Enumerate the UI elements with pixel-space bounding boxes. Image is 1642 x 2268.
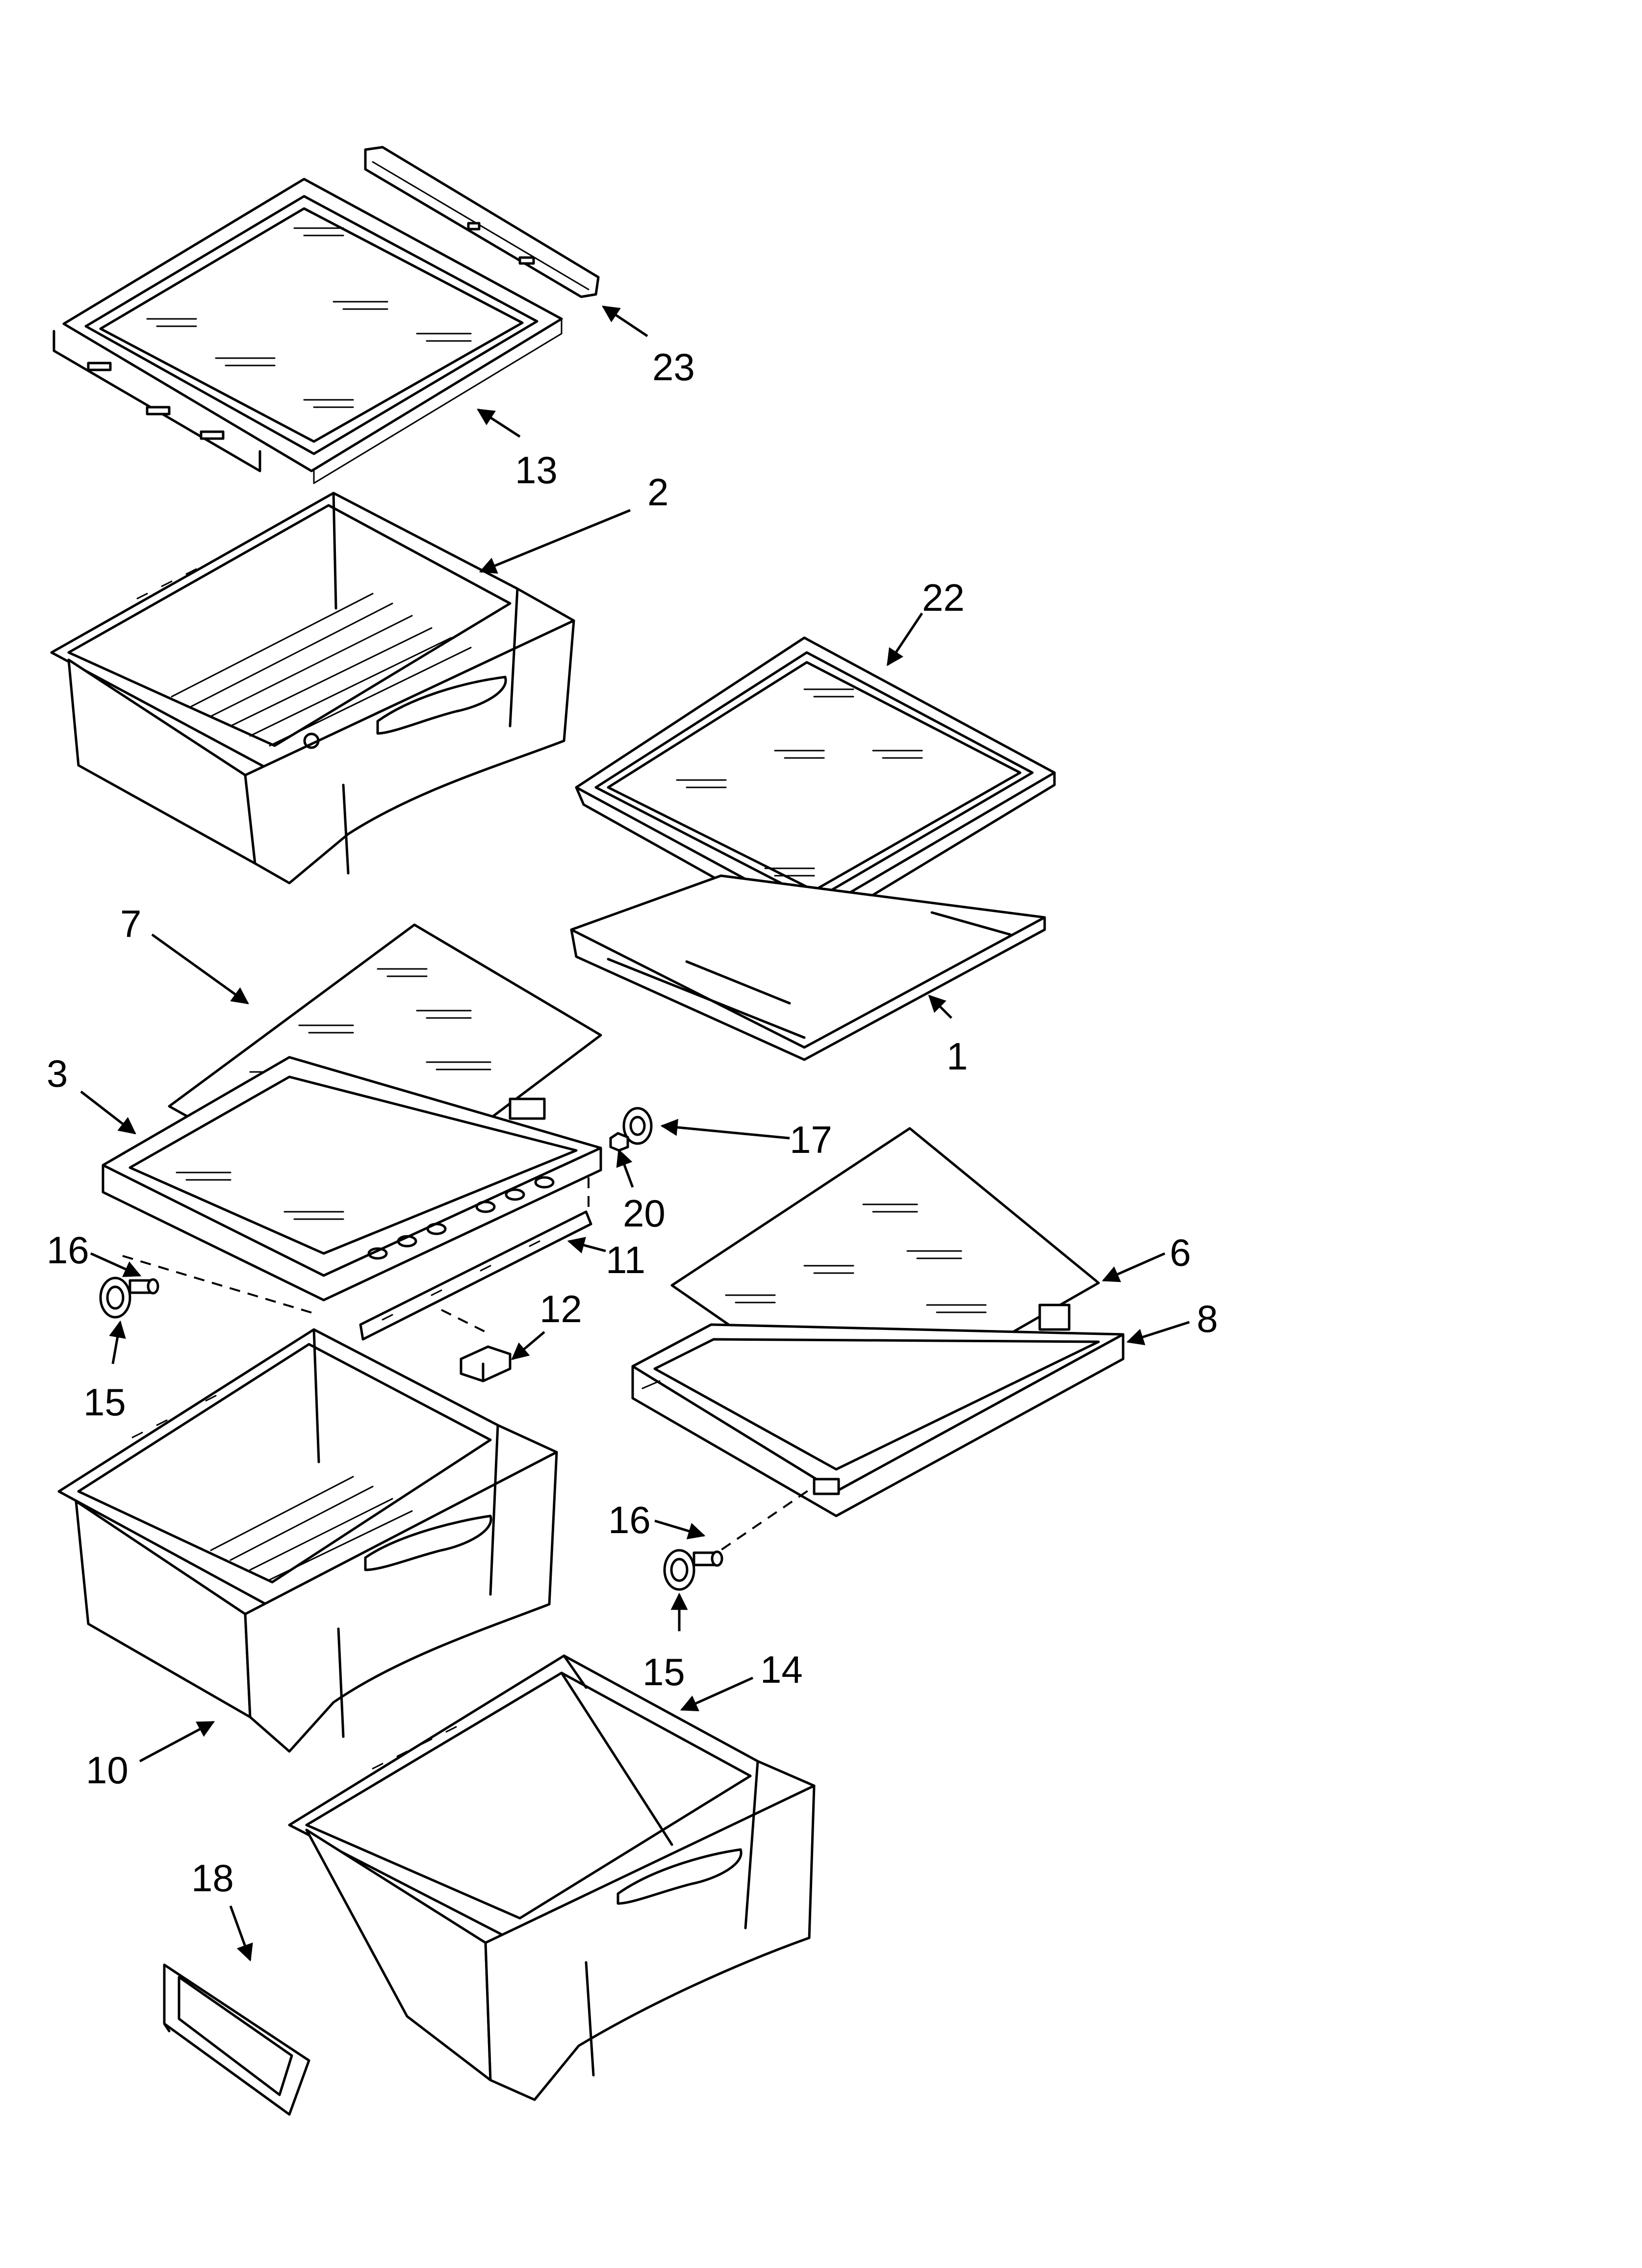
part-labels: 23 13 2 22 1 7 3 17 20 11 16 15 12 6 8 1…	[47, 345, 1218, 1900]
label-16-left: 16	[47, 1228, 89, 1272]
shelf-frame-part-8	[631, 1303, 1125, 1561]
label-15-left: 15	[83, 1381, 126, 1424]
clip-part-12	[460, 1345, 512, 1382]
label-11: 11	[606, 1238, 645, 1281]
label-3: 3	[47, 1052, 68, 1095]
axle-part-16-left	[128, 1278, 159, 1295]
wheel-part-15-left	[99, 1277, 131, 1319]
label-holder-part-18	[163, 1963, 310, 2116]
label-7: 7	[120, 902, 141, 945]
crisper-drawer-part-2	[50, 492, 575, 885]
axle-part-16-right	[693, 1550, 723, 1567]
label-12: 12	[539, 1287, 582, 1330]
label-13: 13	[515, 448, 558, 492]
label-23: 23	[652, 345, 695, 389]
label-22: 22	[922, 576, 965, 619]
label-15-right: 15	[642, 1650, 685, 1694]
leader-lines	[80, 305, 1190, 1962]
crisper-drawer-part-10	[57, 1328, 558, 1753]
label-10: 10	[86, 1748, 128, 1792]
label-16-right: 16	[608, 1498, 651, 1541]
label-1: 1	[947, 1035, 968, 1078]
label-6: 6	[1170, 1231, 1191, 1274]
label-17: 17	[790, 1118, 832, 1161]
screw-part-20	[609, 1132, 629, 1152]
deli-drawer-part-14	[288, 1654, 816, 2101]
shelf-frame-part-1	[570, 874, 1046, 1061]
label-8: 8	[1197, 1297, 1218, 1340]
label-2: 2	[647, 470, 668, 514]
roller-part-17	[622, 1107, 653, 1145]
glass-shelf-part-13	[52, 178, 563, 484]
label-20: 20	[623, 1192, 666, 1235]
label-14: 14	[760, 1648, 803, 1691]
label-18: 18	[191, 1856, 234, 1900]
wheel-part-15-right	[663, 1549, 695, 1591]
rail-part-23	[364, 146, 600, 298]
bracket-part-11	[359, 1210, 592, 1341]
shelf-frame-part-3	[102, 1056, 602, 1335]
